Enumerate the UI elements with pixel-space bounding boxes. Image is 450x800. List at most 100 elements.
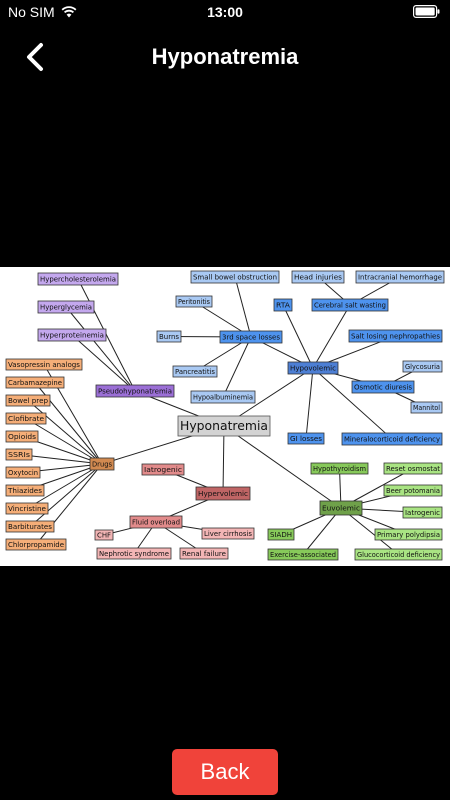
node-label-hyperchol: Hypercholesterolemia xyxy=(40,275,116,283)
node-clof: Clofibrate xyxy=(5,412,47,425)
connector-drugs-clof xyxy=(25,418,103,465)
node-box-csw xyxy=(311,298,389,312)
node-hypoalb: Hypoalbuminemia xyxy=(190,390,256,404)
node-gluco: Glucocorticoid deficiency xyxy=(354,548,443,561)
node-label-polydip: Primary polydipsia xyxy=(377,531,440,539)
node-gi: GI losses xyxy=(287,432,325,445)
node-box-center xyxy=(177,415,271,437)
back-chevron-icon[interactable] xyxy=(20,40,50,74)
wifi-icon xyxy=(61,6,77,18)
node-box-saltneph xyxy=(348,329,443,343)
node-box-polydip xyxy=(374,528,443,541)
node-csw: Cerebral salt wasting xyxy=(311,298,389,312)
node-box-pseudo xyxy=(95,384,175,398)
node-label-pseudo: Pseudohyponatremia xyxy=(98,387,172,395)
node-label-oxy: Oxytocin xyxy=(8,469,38,477)
node-hypervol: Hypervolemic xyxy=(195,486,251,501)
connector-drugs-bowel xyxy=(27,400,103,465)
connector-drugs-vinc xyxy=(26,463,103,509)
node-third: 3rd space losses xyxy=(219,330,283,344)
node-box-nephrotic xyxy=(96,547,172,560)
node-label-iatro2: Iatrogenic xyxy=(405,509,440,517)
node-label-hyperprot: Hyperproteinemia xyxy=(40,331,104,339)
connector-pseudo-hyperprot xyxy=(71,334,136,392)
back-button[interactable]: Back xyxy=(172,749,278,795)
node-label-gluco: Glucocorticoid deficiency xyxy=(357,551,440,559)
node-label-carba: Carbamazepine xyxy=(8,379,62,387)
node-box-panc xyxy=(172,365,218,378)
connector-center-hypervol xyxy=(222,425,225,494)
node-label-reset: Reset osmostat xyxy=(386,465,440,473)
battery-icon xyxy=(413,5,440,19)
node-label-siadh: SIADH xyxy=(270,531,292,539)
node-label-beer: Beer potomania xyxy=(386,487,440,495)
connector-drugs-ssri xyxy=(18,454,103,465)
node-label-nephrotic: Nephrotic syndrome xyxy=(99,550,169,558)
node-label-ssri: SSRIs xyxy=(8,451,31,459)
node-center: Hyponatremia xyxy=(177,415,271,437)
node-label-hypovol: Hypovolemic xyxy=(290,364,336,372)
status-left: No SIM xyxy=(8,4,77,20)
node-label-hypothy: Hypothyroidism xyxy=(313,465,366,473)
node-box-drugs xyxy=(89,457,115,471)
node-chf: CHF xyxy=(94,529,114,541)
node-label-drugs: Drugs xyxy=(92,460,113,468)
node-box-liver xyxy=(201,527,255,540)
node-label-thia: Thiazides xyxy=(7,487,43,495)
node-drugs: Drugs xyxy=(89,457,115,471)
node-mannitol: Mannitol xyxy=(410,401,443,414)
node-box-clof xyxy=(5,412,47,425)
node-iatro2: Iatrogenic xyxy=(402,506,443,519)
node-label-bowel: Bowel prep xyxy=(8,397,48,405)
node-label-perit: Peritonitis xyxy=(178,298,211,306)
node-euvol: Euvolemic xyxy=(319,500,363,516)
node-box-hypothy xyxy=(310,462,369,475)
node-box-rta xyxy=(273,298,293,312)
node-box-oxy xyxy=(5,466,41,479)
node-exercise: Exercise-associated xyxy=(267,548,339,561)
connector-pseudo-hyperchol xyxy=(77,278,136,392)
node-head: Head injuries xyxy=(291,270,345,284)
node-nephrotic: Nephrotic syndrome xyxy=(96,547,172,560)
connector-drugs-barb xyxy=(29,463,103,527)
node-label-clof: Clofibrate xyxy=(8,415,44,423)
node-label-liver: Liver cirrhosis xyxy=(204,530,253,538)
status-bar: No SIM 13:00 xyxy=(0,0,450,24)
nav-bar: Hyponatremia xyxy=(0,24,450,88)
node-box-vaso xyxy=(5,358,83,371)
node-box-sbo xyxy=(190,270,280,284)
node-opioids: Opioids xyxy=(5,430,39,443)
node-label-saltneph: Salt losing nephropathies xyxy=(351,332,441,340)
node-label-exercise: Exercise-associated xyxy=(270,551,336,559)
node-label-hypoalb: Hypoalbuminemia xyxy=(193,393,253,401)
node-box-osmotic xyxy=(351,380,415,394)
node-siadh: SIADH xyxy=(267,528,295,541)
node-renal: Renal failure xyxy=(179,547,229,560)
node-label-glyco: Glycosuria xyxy=(405,363,440,371)
node-reset: Reset osmostat xyxy=(383,462,443,475)
node-label-mineralo: Mineralocorticoid deficiency xyxy=(344,435,440,443)
node-label-rta: RTA xyxy=(276,301,291,309)
node-box-hyperchol xyxy=(37,272,119,286)
node-box-gluco xyxy=(354,548,443,561)
page-title: Hyponatremia xyxy=(151,44,299,69)
node-hypothy: Hypothyroidism xyxy=(310,462,369,475)
node-box-ssri xyxy=(5,448,33,461)
node-box-carba xyxy=(5,376,65,389)
node-label-chlor: Chlorpropamide xyxy=(8,541,64,549)
node-box-beer xyxy=(383,484,443,497)
node-hypovol: Hypovolemic xyxy=(287,361,339,375)
hyponatremia-mindmap: Hyponatremia Pseudohyponatremia Hyperchole… xyxy=(5,270,445,561)
node-box-hypovol xyxy=(287,361,339,375)
connector-pseudo-hypergly xyxy=(65,306,136,392)
node-label-renal: Renal failure xyxy=(182,550,226,558)
node-sbo: Small bowel obstruction xyxy=(190,270,280,284)
node-label-iatro1: Iatrogenic xyxy=(144,466,182,474)
node-label-third: 3rd space losses xyxy=(222,333,281,341)
status-right xyxy=(413,5,440,21)
node-label-hypergly: Hyperglycemia xyxy=(40,303,92,311)
node-label-opioids: Opioids xyxy=(8,433,37,441)
node-box-hyperprot xyxy=(37,328,107,342)
node-box-hypervol xyxy=(195,486,251,501)
node-intracran: Intracranial hemorrhage xyxy=(355,270,445,284)
